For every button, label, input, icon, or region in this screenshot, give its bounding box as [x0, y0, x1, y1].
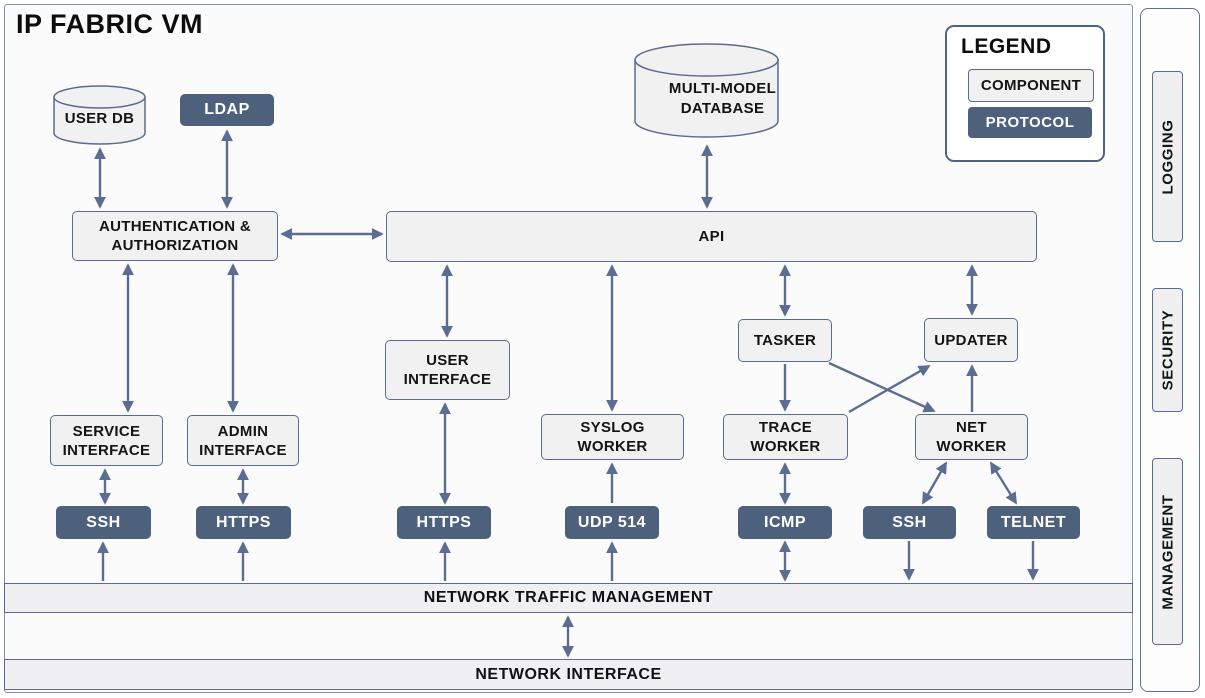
auth-component: AUTHENTICATION & AUTHORIZATION: [72, 211, 278, 261]
legend: LEGEND COMPONENT PROTOCOL: [945, 25, 1105, 162]
management-label: MANAGEMENT: [1159, 493, 1176, 610]
legend-title: LEGEND: [961, 35, 1052, 58]
udp-514-protocol: UDP 514: [565, 506, 659, 539]
multi-model-database-label: MULTI-MODEL DATABASE: [668, 80, 777, 117]
database-cylinder-icon: [53, 85, 146, 145]
multi-model-database-cylinder: MULTI-MODEL DATABASE: [633, 42, 780, 140]
arrow-net-worker-ssh: [921, 461, 948, 505]
sidebar-item-logging: LOGGING: [1152, 71, 1183, 242]
trace-worker-component: TRACE WORKER: [723, 414, 848, 460]
user-db-label: USER DB: [64, 110, 135, 127]
ldap-protocol: LDAP: [180, 94, 274, 126]
arrow-trace-worker-updater: [848, 364, 931, 414]
icmp-protocol: ICMP: [738, 506, 832, 539]
tasker-component: TASKER: [738, 319, 832, 362]
syslog-worker-component: SYSLOG WORKER: [541, 414, 684, 460]
sidebar-item-security: SECURITY: [1152, 288, 1183, 412]
https-center-protocol: HTTPS: [397, 506, 491, 539]
ssh-left-protocol: SSH: [56, 506, 151, 539]
security-label: SECURITY: [1159, 309, 1176, 391]
service-interface-component: SERVICE INTERFACE: [50, 415, 163, 466]
legend-protocol-sample: PROTOCOL: [968, 107, 1092, 138]
user-interface-component: USER INTERFACE: [385, 340, 510, 400]
logging-label: LOGGING: [1159, 118, 1176, 195]
user-db-cylinder: USER DB: [52, 84, 147, 146]
api-component: API: [386, 211, 1037, 262]
network-interface-bar: NETWORK INTERFACE: [4, 659, 1133, 690]
database-cylinder-icon: [634, 43, 779, 138]
updater-component: UPDATER: [924, 318, 1018, 362]
network-traffic-management-bar: NETWORK TRAFFIC MANAGEMENT: [4, 583, 1133, 613]
https-left-protocol: HTTPS: [196, 506, 291, 539]
sidebar-item-management: MANAGEMENT: [1152, 458, 1183, 645]
ssh-right-protocol: SSH: [863, 506, 956, 539]
admin-interface-component: ADMIN INTERFACE: [187, 415, 299, 466]
legend-component-sample: COMPONENT: [968, 69, 1094, 102]
telnet-protocol: TELNET: [987, 506, 1080, 539]
net-worker-component: NET WORKER: [915, 414, 1028, 460]
page-title: IP FABRIC VM: [16, 9, 204, 39]
arrow-net-worker-telnet: [989, 461, 1018, 505]
arrow-tasker-net-worker: [828, 361, 936, 413]
